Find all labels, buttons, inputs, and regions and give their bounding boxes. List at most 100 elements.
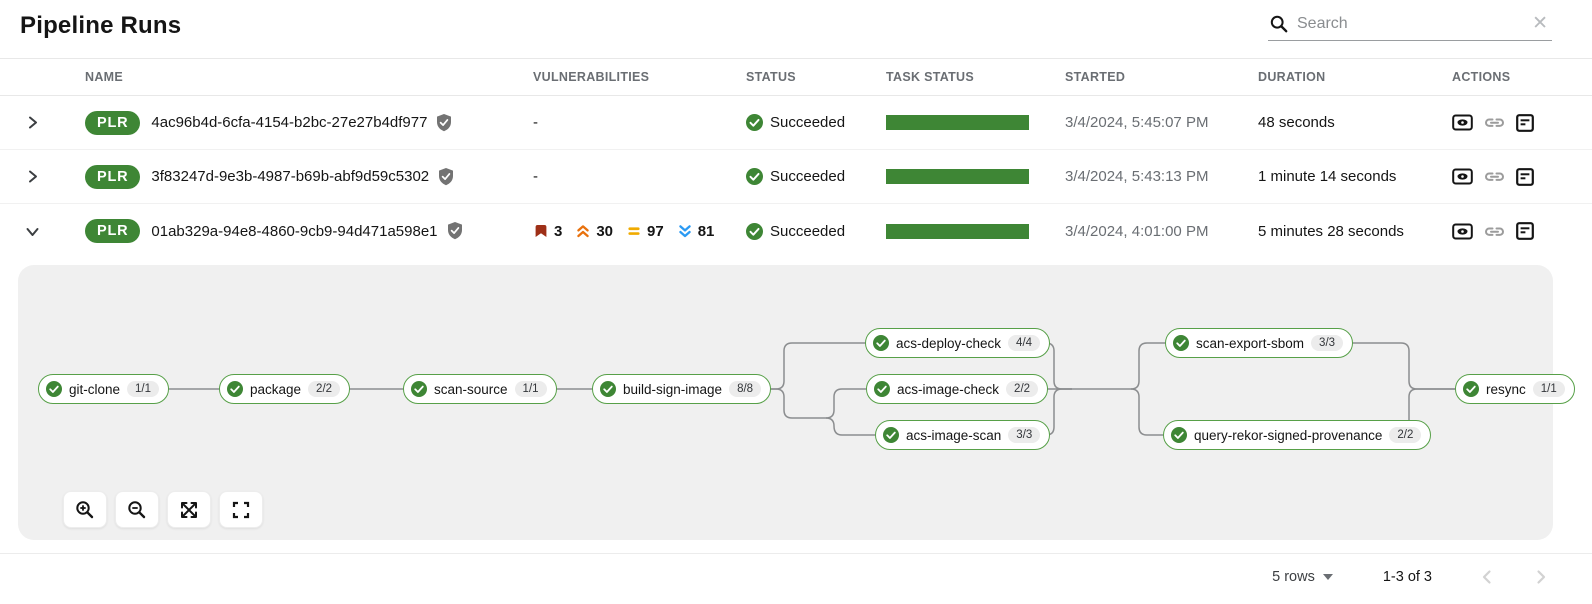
page-header: Pipeline Runs ✕ — [0, 0, 1592, 58]
view-output-button[interactable] — [1452, 223, 1473, 240]
collapse-row-button[interactable] — [22, 221, 43, 242]
column-task-status: TASK STATUS — [886, 70, 975, 84]
pipeline-task-node[interactable]: acs-deploy-check 4/4 — [865, 328, 1051, 358]
table-row[interactable]: PLR 01ab329a-94e8-4860-9cb9-94d471a598e1… — [0, 204, 1592, 258]
zoom-in-button[interactable] — [63, 491, 107, 528]
status-label: Succeeded — [770, 114, 846, 131]
pipeline-visualization-panel: git-clone 1/1 package 2/2 scan-source 1/… — [18, 265, 1575, 540]
task-name: scan-export-sbom — [1196, 335, 1305, 351]
expand-row-button[interactable] — [22, 166, 43, 187]
medium-count: 97 — [647, 222, 664, 240]
signed-shield-icon — [438, 167, 454, 186]
plr-badge: PLR — [85, 164, 141, 189]
task-count-badge: 2/2 — [1006, 381, 1039, 397]
started-timestamp: 3/4/2024, 5:45:07 PM — [1065, 114, 1209, 131]
signed-shield-icon — [436, 113, 452, 132]
task-success-icon — [227, 381, 243, 397]
pipeline-task-node[interactable]: scan-source 1/1 — [403, 374, 557, 404]
task-count-badge: 3/3 — [1008, 427, 1041, 443]
copy-link-button[interactable] — [1484, 223, 1505, 240]
task-count-badge: 1/1 — [514, 381, 547, 397]
view-logs-button[interactable] — [1516, 113, 1534, 132]
page-title: Pipeline Runs — [20, 12, 182, 39]
expand-row-button[interactable] — [22, 112, 43, 133]
previous-page-button[interactable] — [1476, 568, 1498, 586]
search-input[interactable] — [1297, 14, 1522, 33]
duration-value: 1 minute 14 seconds — [1258, 168, 1397, 185]
task-success-icon — [883, 427, 899, 443]
status-label: Succeeded — [770, 168, 846, 185]
status-label: Succeeded — [770, 222, 846, 240]
copy-link-button[interactable] — [1484, 114, 1505, 131]
status-success-icon — [746, 168, 763, 185]
task-name: acs-deploy-check — [896, 335, 1002, 351]
pipeline-task-node[interactable]: query-rekor-signed-provenance 2/2 — [1163, 420, 1432, 450]
table-header: NAME VULNERABILITIES STATUS TASK STATUS … — [0, 58, 1592, 96]
table-row[interactable]: PLR 3f83247d-9e3b-4987-b69b-abf9d59c5302… — [0, 150, 1592, 204]
pipeline-run-name[interactable]: 01ab329a-94e8-4860-9cb9-94d471a598e1 — [151, 222, 438, 240]
task-success-icon — [600, 381, 616, 397]
critical-count: 3 — [554, 222, 563, 240]
task-status-bar — [886, 223, 1029, 239]
output-eye-icon — [1452, 223, 1473, 239]
logs-icon — [1516, 167, 1534, 186]
pipeline-task-node[interactable]: scan-export-sbom 3/3 — [1165, 328, 1354, 358]
search-field[interactable]: ✕ — [1268, 12, 1552, 41]
task-success-icon — [874, 381, 890, 397]
pipeline-task-node[interactable]: acs-image-scan 3/3 — [875, 420, 1051, 450]
view-logs-button[interactable] — [1516, 167, 1534, 186]
task-count-badge: 3/3 — [1311, 335, 1344, 351]
view-output-button[interactable] — [1452, 114, 1473, 131]
pipeline-run-name[interactable]: 4ac96b4d-6cfa-4154-b2bc-27e27b4df977 — [151, 114, 428, 131]
pipeline-task-node[interactable]: build-sign-image 8/8 — [592, 374, 772, 404]
column-duration: DURATION — [1258, 70, 1326, 84]
expand-arrows-icon — [181, 501, 197, 518]
table-row[interactable]: PLR 4ac96b4d-6cfa-4154-b2bc-27e27b4df977… — [0, 96, 1592, 150]
pipeline-run-name[interactable]: 3f83247d-9e3b-4987-b69b-abf9d59c5302 — [151, 168, 430, 185]
task-success-icon — [46, 381, 62, 397]
high-severity-icon — [577, 225, 590, 238]
task-name: build-sign-image — [623, 381, 723, 397]
pipeline-task-node[interactable]: package 2/2 — [219, 374, 351, 404]
task-success-icon — [873, 335, 889, 351]
clear-search-icon[interactable]: ✕ — [1532, 13, 1548, 34]
started-timestamp: 3/4/2024, 5:43:13 PM — [1065, 168, 1209, 185]
rows-per-page-value: 5 rows — [1272, 568, 1315, 585]
pipeline-task-node[interactable]: git-clone 1/1 — [38, 374, 170, 404]
low-count: 81 — [697, 222, 715, 240]
chevron-down-icon — [26, 227, 39, 236]
link-icon — [1485, 118, 1504, 127]
view-output-button[interactable] — [1452, 168, 1473, 185]
column-vulnerabilities: VULNERABILITIES — [533, 70, 650, 84]
copy-link-button[interactable] — [1484, 168, 1505, 185]
chevron-right-icon — [29, 116, 37, 129]
next-page-button[interactable] — [1530, 568, 1552, 586]
fullscreen-button[interactable] — [219, 491, 263, 528]
logs-icon — [1516, 222, 1534, 240]
plr-badge: PLR — [85, 219, 141, 243]
task-count-badge: 1/1 — [1532, 381, 1565, 397]
rows-per-page-select[interactable]: 5 rows — [1272, 569, 1333, 585]
task-count-badge: 1/1 — [127, 381, 160, 397]
zoom-out-icon — [128, 500, 146, 518]
output-eye-icon — [1452, 168, 1473, 185]
fit-to-screen-button[interactable] — [167, 491, 211, 528]
task-success-icon — [1173, 335, 1189, 351]
link-icon — [1485, 227, 1504, 236]
chevron-right-icon — [29, 170, 37, 183]
task-name: acs-image-scan — [906, 427, 1002, 443]
zoom-out-button[interactable] — [115, 491, 159, 528]
output-eye-icon — [1452, 114, 1473, 131]
pipeline-task-node[interactable]: resync 1/1 — [1455, 374, 1575, 404]
pagination-range: 1-3 of 3 — [1382, 568, 1432, 585]
duration-value: 5 minutes 28 seconds — [1258, 222, 1404, 240]
status-success-icon — [746, 222, 763, 240]
column-actions: ACTIONS — [1452, 70, 1511, 84]
pipeline-task-node[interactable]: acs-image-check 2/2 — [866, 374, 1049, 404]
task-status-bar — [886, 169, 1029, 184]
task-count-badge: 2/2 — [308, 381, 341, 397]
task-status-bar — [886, 115, 1029, 130]
column-status: STATUS — [746, 70, 796, 84]
started-timestamp: 3/4/2024, 4:01:00 PM — [1065, 222, 1209, 240]
view-logs-button[interactable] — [1516, 222, 1534, 240]
